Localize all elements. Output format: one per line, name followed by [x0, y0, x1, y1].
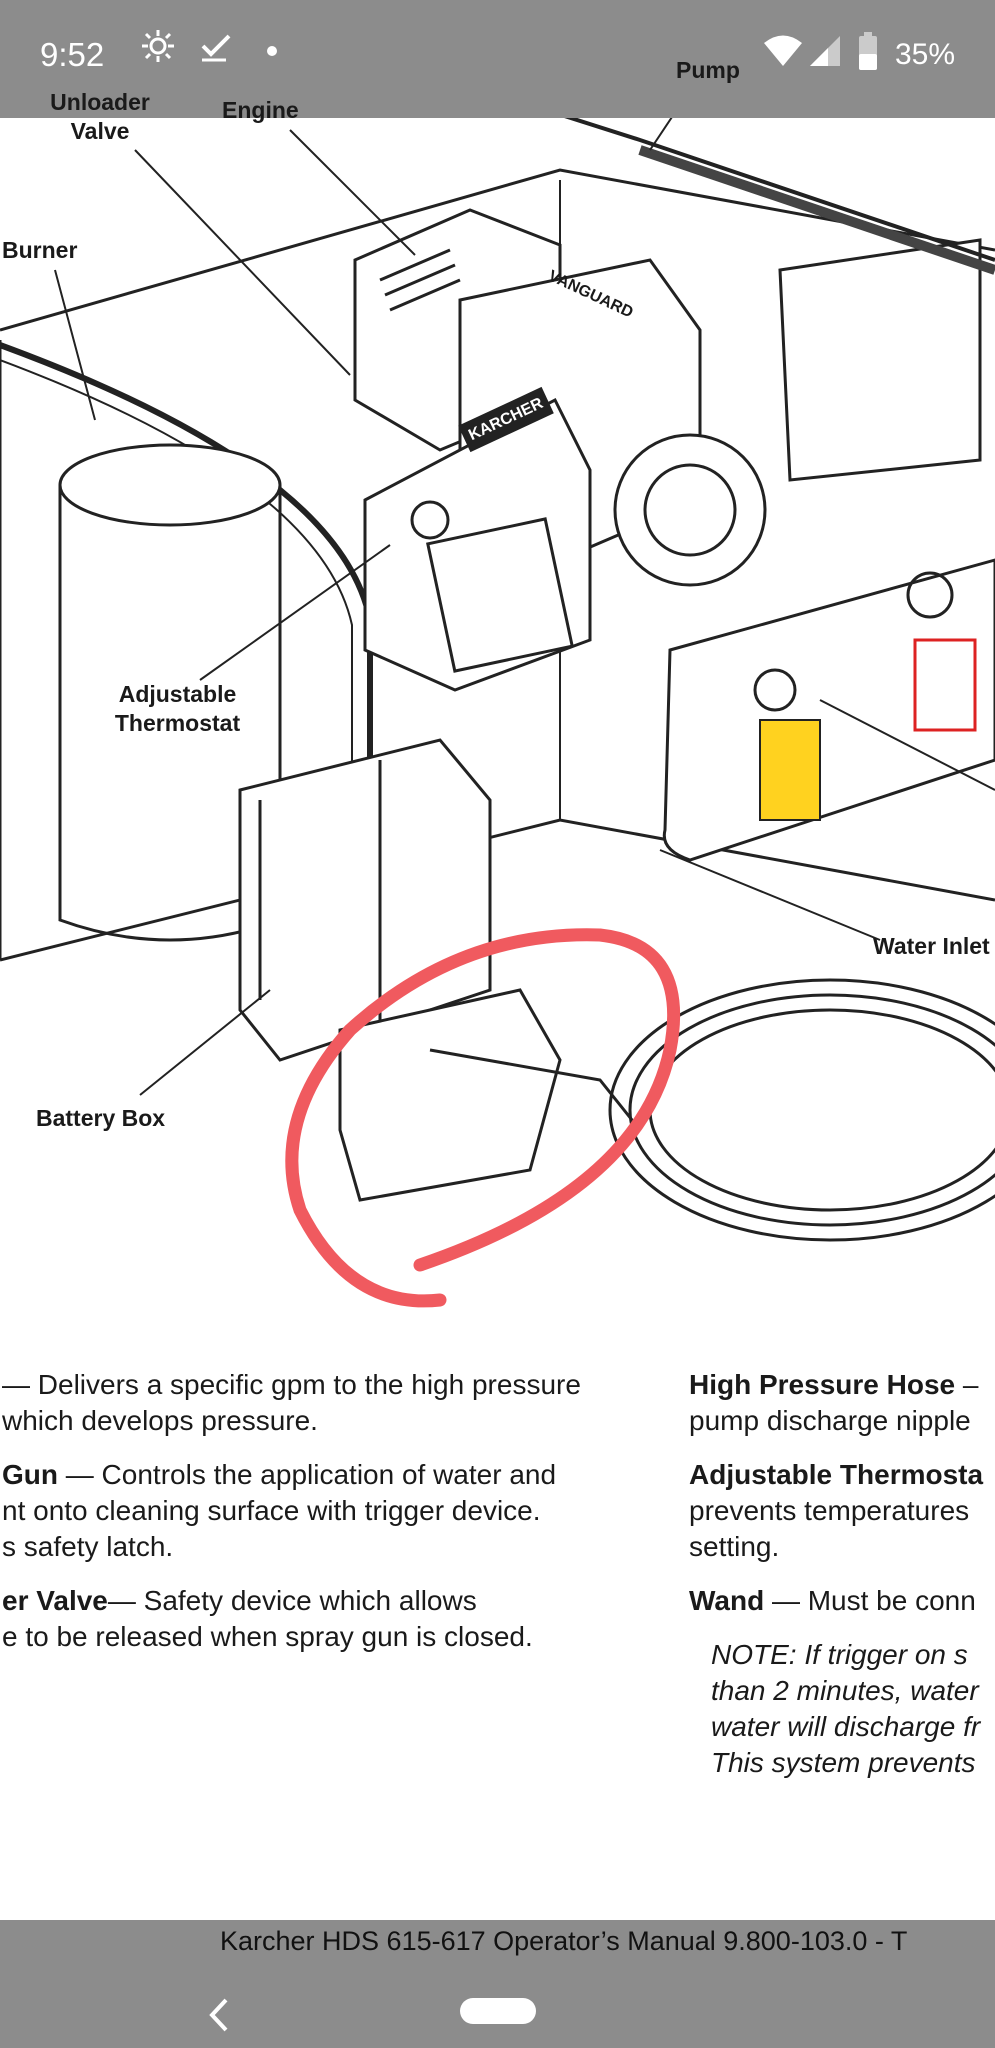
- battery-icon: [858, 32, 878, 75]
- text-column-right: High Pressure Hose – pump discharge nipp…: [689, 1367, 983, 1781]
- status-bar: 9:52 35%: [0, 0, 995, 118]
- label-pump: Pump: [676, 57, 740, 83]
- text-line: — Controls the application of water and: [58, 1459, 557, 1490]
- label-burner: Burner: [2, 237, 78, 263]
- text-line: prevents temperatures: [689, 1495, 970, 1526]
- document-title: Karcher HDS 615-617 Operator’s Manual 9.…: [220, 1926, 908, 1956]
- label-adjustable-thermostat: Adjustable Thermostat: [114, 681, 241, 736]
- label-battery-box: Battery Box: [36, 1105, 166, 1131]
- text-line: which develops pressure.: [2, 1405, 318, 1436]
- label-unloader-valve: Unloader Valve: [50, 89, 150, 144]
- checkmark-icon: [198, 28, 234, 69]
- signal-icon: [808, 34, 842, 73]
- text-line: setting.: [689, 1531, 780, 1562]
- label-water-inlet: Water Inlet: [873, 933, 990, 959]
- text-column-left: — Delivers a specific gpm to the high pr…: [2, 1369, 581, 1652]
- note-line: water will discharge fr: [711, 1711, 981, 1742]
- settings-sun-icon: [140, 28, 176, 69]
- dot-icon: [266, 44, 278, 62]
- wifi-icon: [763, 34, 803, 73]
- label-engine: Engine: [222, 97, 299, 123]
- thermostat-title: Adjustable Thermosta: [689, 1459, 984, 1490]
- status-time: 9:52: [40, 36, 105, 73]
- wand-title: Wand: [689, 1585, 765, 1616]
- back-chevron-icon[interactable]: [200, 1990, 240, 2040]
- hp-hose-title: High Pressure Hose: [689, 1369, 956, 1400]
- text-line: — Delivers a specific gpm to the high pr…: [2, 1369, 581, 1400]
- note-line: NOTE: If trigger on s: [711, 1639, 968, 1670]
- text-line: — Safety device which allows: [107, 1585, 477, 1616]
- pressure-washer-diagram: [0, 0, 995, 1308]
- navigation-bar: Karcher HDS 615-617 Operator’s Manual 9.…: [0, 1920, 995, 2048]
- battery-percent: 35%: [894, 38, 955, 71]
- text-line: pump discharge nipple: [689, 1405, 971, 1436]
- text-line: s safety latch.: [2, 1531, 174, 1562]
- note-line: This system prevents: [711, 1747, 976, 1778]
- text-line: e to be released when spray gun is close…: [2, 1621, 533, 1652]
- home-pill-button[interactable]: [460, 1998, 536, 2024]
- note-line: than 2 minutes, water: [711, 1675, 979, 1706]
- text-line: nt onto cleaning surface with trigger de…: [2, 1495, 541, 1526]
